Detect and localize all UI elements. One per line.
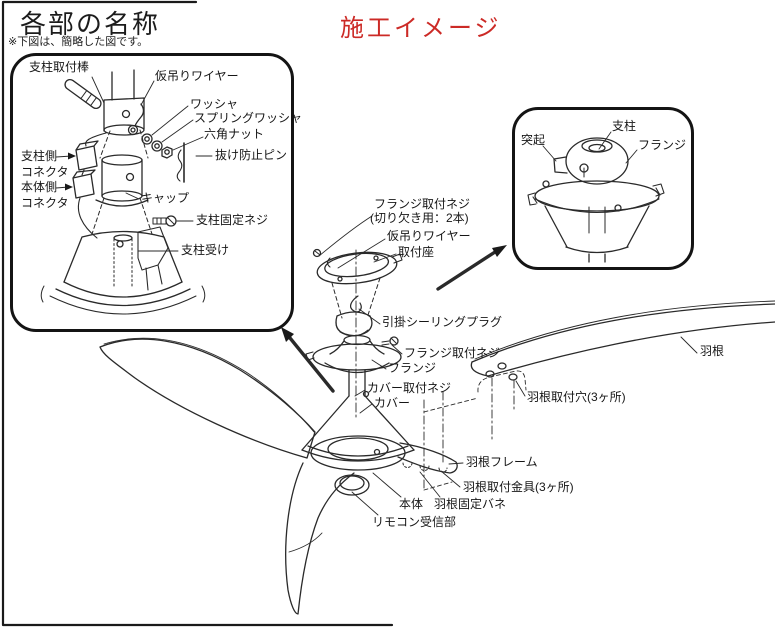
label-stop-pin: 抜け防止ピン: [215, 148, 288, 162]
label-cover-screw: カバー取付ネジ: [367, 381, 452, 395]
label-body-side-connector: コネクタ: [21, 196, 69, 210]
label-pole-fix-screw: 支柱固定ネジ: [196, 213, 269, 227]
leader-lines: [55, 76, 698, 516]
label-flange-main: フランジ: [388, 361, 437, 375]
label-temp-wire-main: 仮吊りワイヤー: [387, 229, 471, 243]
inset-pointer-arrows: [288, 250, 497, 393]
label-ceiling-plug: 引掛シーリングプラグ: [382, 315, 503, 329]
label-blade-frame: 羽根フレーム: [466, 455, 538, 469]
page-title: 各部の名称: [20, 9, 161, 39]
label-blade-spring: 羽根固定バネ: [434, 497, 507, 511]
label-mount-base: 取付座: [398, 245, 435, 259]
label-flange-screw-notch-1: フランジ取付ネジ: [374, 197, 471, 211]
label-blade-brackets: 羽根取付金具(3ヶ所): [463, 480, 574, 494]
parts-name-inset-box: [10, 53, 294, 332]
label-body: 本体: [399, 497, 424, 511]
label-pole: 支柱: [612, 119, 637, 133]
page-note: ※下図は、簡略した図です。: [8, 36, 149, 48]
label-washer: ワッシャ: [190, 97, 239, 111]
page-border: [1, 0, 394, 627]
left-inset-art: [40, 69, 206, 315]
main-diagram-art: [99, 248, 775, 615]
label-pole-side: 支柱側: [21, 149, 58, 163]
label-flange-inset: フランジ: [638, 138, 687, 152]
label-temp-wire-inset: 仮吊りワイヤー: [155, 69, 239, 83]
label-blade: 羽根: [700, 344, 725, 358]
label-spring-washer: スプリングワッシャ: [194, 111, 303, 125]
label-body-side: 本体側: [21, 180, 58, 194]
label-cap: キャップ: [141, 191, 190, 205]
label-flange-screw: フランジ取付ネジ: [404, 346, 501, 360]
label-hex-nut: 六角ナット: [204, 127, 265, 141]
label-flange-screw-notch-2: (切り欠き用：2本): [370, 211, 469, 225]
label-pole-rod: 支柱取付棒: [29, 60, 90, 74]
label-remote-receiver: リモコン受信部: [372, 515, 457, 529]
label-protrusion: 突起: [521, 133, 546, 147]
construction-title: 施工イメージ: [340, 15, 502, 42]
label-blade-holes: 羽根取付穴(3ヶ所): [527, 390, 626, 404]
right-inset-art: [527, 137, 665, 263]
label-cover: カバー: [374, 396, 411, 410]
label-pole-socket: 支柱受け: [181, 243, 230, 257]
label-pole-side-connector: コネクタ: [21, 165, 69, 179]
